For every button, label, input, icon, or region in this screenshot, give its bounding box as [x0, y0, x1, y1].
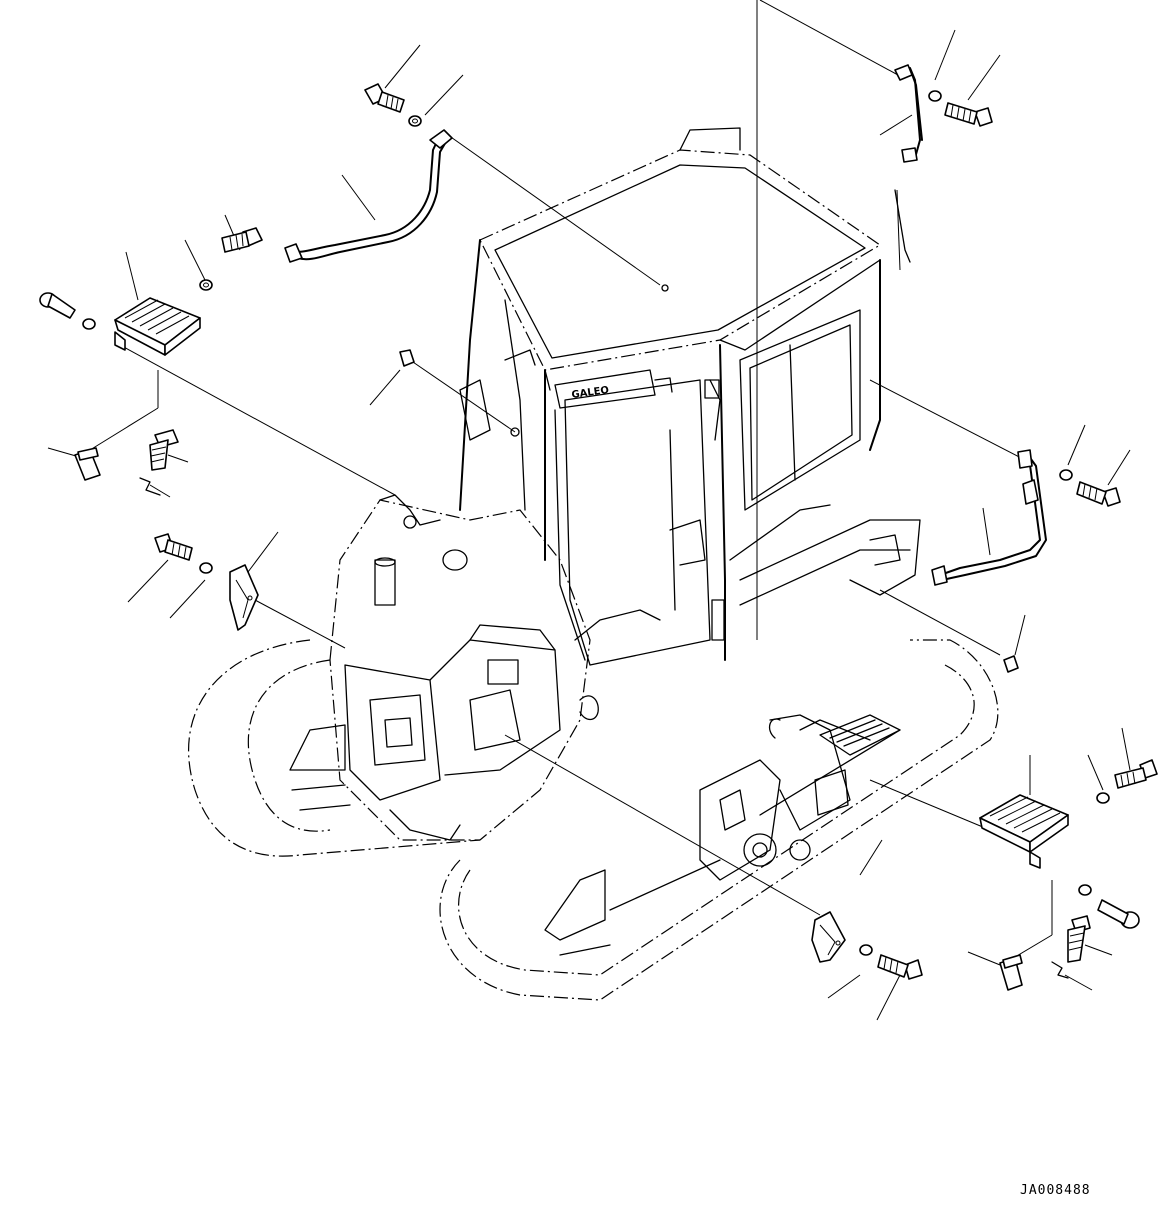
- guard-left: [229, 564, 259, 631]
- bolt-right-lower: [1114, 759, 1158, 789]
- engine-body: [329, 494, 661, 841]
- lower-frame: [699, 504, 921, 881]
- callout-marks: [47, 29, 1131, 1021]
- bolt-far-right: [1097, 899, 1140, 929]
- washer-right-lower: [1096, 792, 1110, 804]
- bolt-right-top: [944, 102, 993, 127]
- washer-far-left: [82, 318, 96, 330]
- bolt-top: [364, 83, 405, 113]
- step-right-lower: [979, 794, 1069, 869]
- clip-right-top: [894, 189, 911, 263]
- bolt-right-bottom: [877, 954, 923, 980]
- left-track: [188, 639, 481, 857]
- pin-left: [139, 477, 161, 496]
- step-left-upper: [114, 297, 201, 356]
- clip-right-mid: [1003, 655, 1019, 673]
- washer-right-bottom: [859, 944, 873, 956]
- bolt-left-upper: [221, 227, 263, 253]
- washer-right-top: [928, 90, 942, 102]
- bolt-left-mid: [149, 429, 179, 471]
- leader-lines: [89, 0, 1053, 961]
- bolt-left-lower: [154, 533, 193, 561]
- bracket-right: [999, 954, 1023, 991]
- handrail-right-mid: [931, 449, 1047, 586]
- cab: GALEO: [459, 127, 882, 666]
- right-track: [439, 639, 999, 1001]
- washer-right-mid: [1059, 469, 1073, 481]
- washer-step-right: [1078, 884, 1092, 896]
- washer-left-upper: [199, 279, 213, 291]
- guard-right: [811, 911, 846, 963]
- cab-nameplate: GALEO: [571, 385, 610, 401]
- clip-cab: [399, 349, 415, 367]
- bolt-far-left: [39, 292, 76, 319]
- bolt-right-vertical: [1067, 915, 1091, 963]
- washer-top: [408, 115, 422, 127]
- bracket-left: [74, 447, 101, 481]
- handrail-left: [284, 129, 453, 263]
- washer-left-lower: [199, 562, 213, 574]
- drawing-code: JA008488: [1020, 1183, 1091, 1198]
- bolt-right-mid: [1076, 481, 1121, 507]
- pin-right: [1051, 961, 1069, 979]
- handrail-right-top: [894, 64, 923, 163]
